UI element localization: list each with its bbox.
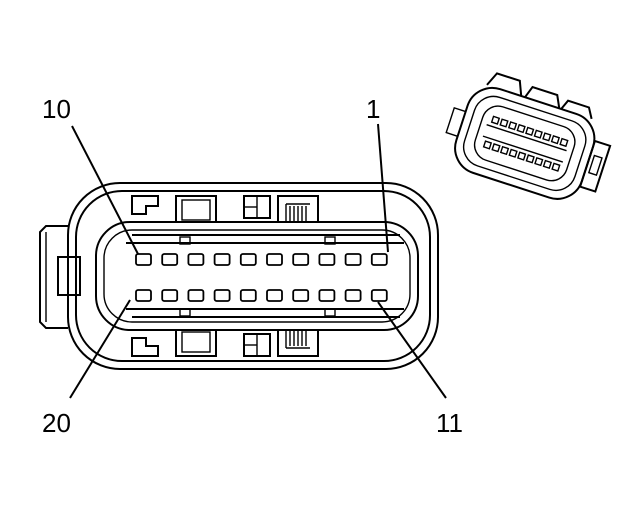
pin-cavity-13 (318, 289, 336, 302)
pin-cavity-20 (135, 289, 152, 302)
pin-label-11: 11 (436, 408, 463, 438)
pin-cavity-1 (370, 253, 388, 266)
pin-cavity-6 (239, 253, 257, 266)
pin-cavity-8 (187, 253, 205, 266)
pin-cavity-7 (213, 253, 231, 266)
connector-face (39, 123, 447, 399)
pin-cavity-15 (266, 289, 283, 302)
perspective-pins-bottom (482, 140, 561, 172)
leader-pin-1 (377, 123, 389, 253)
pin-cavity-2 (344, 253, 362, 266)
pin-cavity-9 (161, 253, 179, 266)
pin-cavity-17 (213, 289, 231, 302)
pin-cavity-16 (239, 289, 257, 302)
pin-cavity-19 (161, 289, 179, 302)
leader-pin-10 (71, 125, 139, 255)
leader-pin-20 (69, 299, 131, 399)
pin-cavity-11 (370, 289, 388, 302)
pin-label-1: 1 (366, 94, 381, 124)
latch-tab (39, 225, 81, 329)
leader-lines (69, 123, 447, 399)
perspective-pins-top (490, 115, 569, 148)
pin-cavity-10 (135, 253, 152, 266)
pin-cavity-3 (318, 253, 336, 266)
top-lock-features (131, 195, 319, 223)
pin-cavity-4 (292, 253, 310, 266)
pin-cavity-5 (266, 253, 283, 266)
leader-pin-11 (377, 301, 447, 399)
bottom-lock-features (131, 329, 319, 357)
pin-label-20: 20 (42, 408, 71, 438)
pin-label-10: 10 (42, 94, 71, 124)
pin-cavity-12 (344, 289, 362, 302)
pin-row-bottom (135, 289, 388, 302)
connector-perspective-view (445, 72, 612, 200)
pin-cavity-14 (292, 289, 310, 302)
pin-cavity-18 (187, 289, 205, 302)
divider-rails (126, 234, 404, 318)
pin-row-top (135, 253, 388, 266)
